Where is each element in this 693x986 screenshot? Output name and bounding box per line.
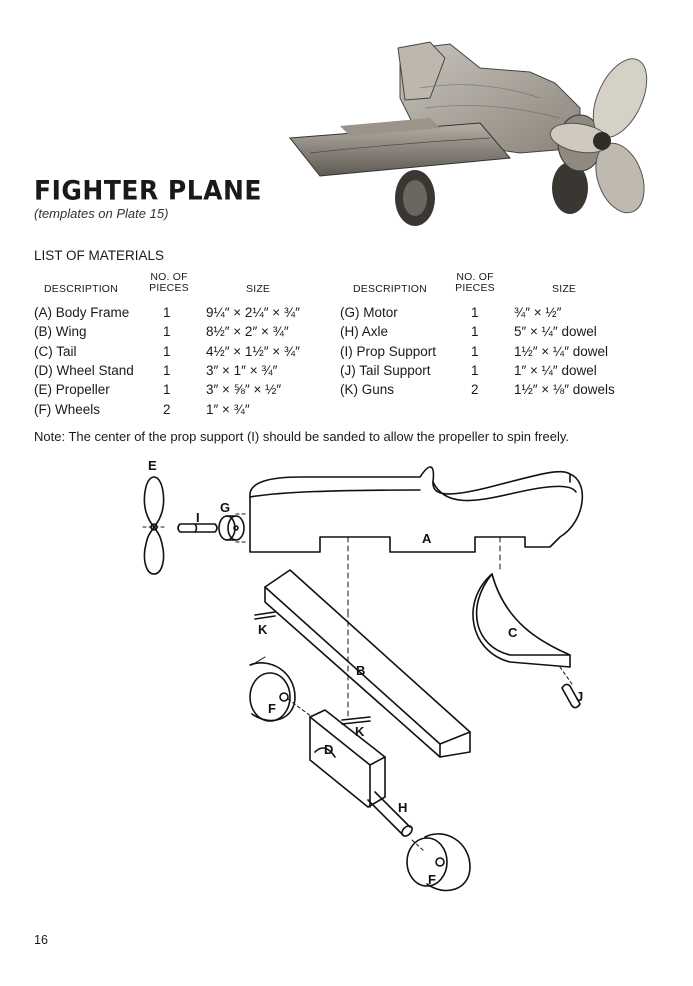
pieces-header-line1: NO. OF	[456, 271, 494, 283]
label-i: I	[196, 510, 200, 525]
gun-part-k-left	[254, 611, 276, 620]
tail-support-part-j	[561, 683, 581, 709]
left-description-header: DESCRIPTION	[44, 283, 118, 295]
motor-part-g	[218, 513, 249, 543]
label-k-left: K	[258, 622, 268, 637]
material-pieces: 1	[471, 363, 479, 378]
gun-part-k-center	[341, 716, 371, 725]
wing-part-b	[264, 569, 471, 758]
page-number: 16	[34, 933, 48, 947]
material-description: (C) Tail	[34, 344, 77, 359]
left-size-header: SIZE	[246, 283, 271, 295]
wheel-part-f-lower	[406, 833, 471, 892]
pieces-header-line2: PIECES	[149, 282, 189, 294]
tail-part-c	[472, 573, 573, 685]
material-size: ¾″ × ½″	[514, 305, 562, 320]
material-pieces: 2	[471, 382, 479, 397]
right-description-header: DESCRIPTION	[353, 283, 427, 295]
pieces-header-line2: PIECES	[455, 282, 495, 294]
material-size: 9¼″ × 2¼″ × ¾″	[206, 305, 300, 320]
material-description: (F) Wheels	[34, 402, 101, 417]
label-a: A	[422, 531, 432, 546]
propeller-part-e	[142, 476, 166, 575]
material-size: 1″ × ¼″ dowel	[514, 363, 597, 378]
label-j: J	[576, 689, 583, 704]
material-size: 8½″ × 2″ × ¾″	[206, 324, 289, 339]
wheel-stand-part-d	[309, 709, 386, 808]
material-size: 3″ × 1″ × ¾″	[206, 363, 278, 378]
material-pieces: 2	[163, 402, 171, 417]
template-reference: (templates on Plate 15)	[34, 206, 169, 221]
right-pieces-header: NO. OF PIECES	[453, 272, 497, 294]
material-pieces: 1	[163, 363, 171, 378]
pieces-header-line1: NO. OF	[150, 271, 188, 283]
label-e: E	[148, 458, 157, 473]
material-description: (G) Motor	[340, 305, 398, 320]
wheel-part-f-upper	[249, 656, 313, 722]
label-b: B	[356, 663, 365, 678]
label-k-center: K	[355, 724, 365, 739]
material-size: 5″ × ¼″ dowel	[514, 324, 597, 339]
material-size: 3″ × ⅝″ × ½″	[206, 382, 282, 397]
material-pieces: 1	[163, 382, 171, 397]
body-frame-part-a	[249, 466, 584, 613]
material-pieces: 1	[471, 305, 479, 320]
material-description: (E) Propeller	[34, 382, 110, 397]
material-description: (J) Tail Support	[340, 363, 431, 378]
label-f-lower: F	[428, 872, 436, 887]
material-description: (I) Prop Support	[340, 344, 437, 359]
material-pieces: 1	[471, 344, 479, 359]
left-pieces-header: NO. OF PIECES	[147, 272, 191, 294]
material-description: (B) Wing	[34, 324, 87, 339]
label-h: H	[398, 800, 407, 815]
fighter-plane-photo	[289, 41, 648, 226]
label-c: C	[508, 625, 518, 640]
material-size: 4½″ × 1½″ × ¾″	[206, 344, 300, 359]
label-g: G	[220, 500, 230, 515]
material-description: (H) Axle	[340, 324, 389, 339]
material-pieces: 1	[471, 324, 479, 339]
assembly-note: Note: The center of the prop support (I)…	[34, 429, 569, 444]
material-pieces: 1	[163, 305, 171, 320]
material-size: 1″ × ¾″	[206, 402, 250, 417]
material-size: 1½″ × ¼″ dowel	[514, 344, 608, 359]
material-pieces: 1	[163, 344, 171, 359]
material-description: (A) Body Frame	[34, 305, 130, 320]
label-f-upper: F	[268, 701, 276, 716]
right-size-header: SIZE	[552, 283, 577, 295]
material-pieces: 1	[163, 324, 171, 339]
material-description: (D) Wheel Stand	[34, 363, 134, 378]
label-d: D	[324, 742, 333, 757]
exploded-assembly-diagram: E I G A C J K B K F D H F	[142, 458, 584, 892]
list-of-materials-heading: LIST OF MATERIALS	[34, 248, 165, 263]
page-title: FIGHTER PLANE	[34, 175, 263, 206]
material-description: (K) Guns	[340, 382, 395, 397]
prop-support-part-i	[177, 523, 218, 533]
axle-part-h	[367, 791, 413, 837]
material-size: 1½″ × ⅛″ dowels	[514, 382, 615, 397]
